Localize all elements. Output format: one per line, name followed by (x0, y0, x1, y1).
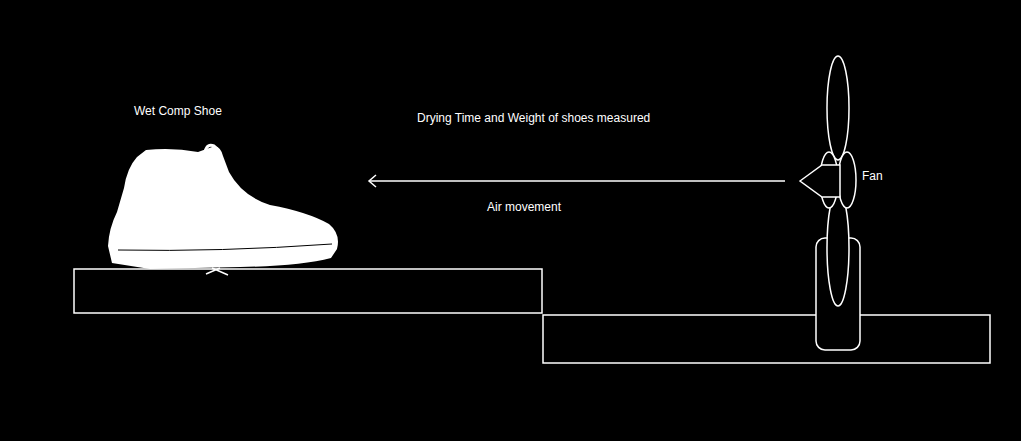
fan (800, 56, 860, 350)
fan-label: Fan (862, 169, 883, 183)
shoe-label: Wet Comp Shoe (134, 104, 222, 118)
measurement-note: Drying Time and Weight of shoes measured (417, 111, 650, 125)
wet-shoe (108, 145, 338, 275)
air-arrow (369, 175, 785, 187)
airflow-label: Air movement (487, 200, 561, 214)
upper-platform (74, 269, 542, 313)
lower-platform (543, 315, 990, 363)
